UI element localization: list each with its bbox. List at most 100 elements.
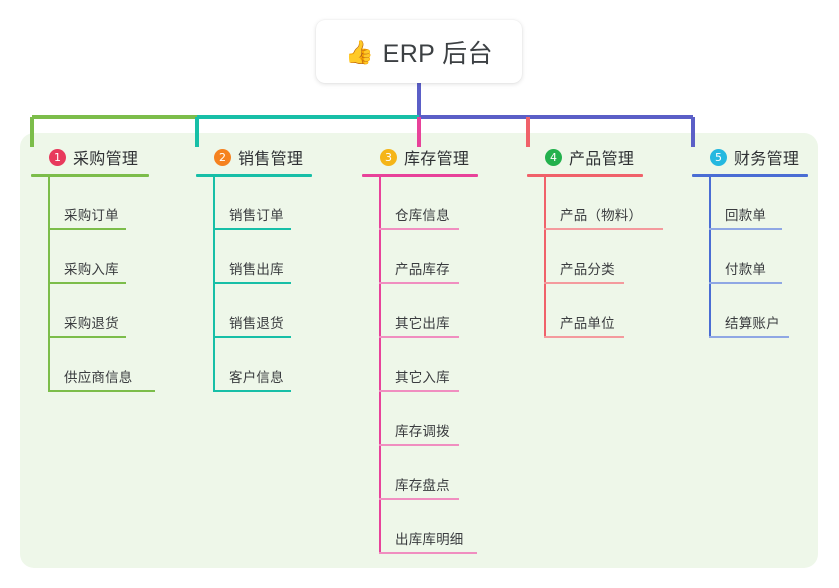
branch-title-4: 产品管理 (569, 151, 635, 168)
leaf-item[interactable]: 产品单位 (527, 285, 643, 339)
leaf-item-label: 采购退货 (64, 316, 119, 331)
branch-badge-2: 2 (214, 148, 231, 166)
leaf-item-label: 销售订单 (229, 208, 284, 223)
leaf-item-rule (213, 228, 291, 230)
leaf-item[interactable]: 客户信息 (196, 339, 312, 393)
leaf-item-label: 销售退货 (229, 316, 284, 331)
leaf-item[interactable]: 采购订单 (31, 177, 149, 231)
content-panel (20, 133, 818, 568)
leaf-item[interactable]: 结算账户 (692, 285, 808, 339)
leaf-item-rule (709, 228, 782, 230)
thumbs-up-icon: 👍 (345, 39, 374, 65)
branch-header-5[interactable]: 5 财务管理 (692, 146, 808, 168)
leaf-item[interactable]: 出库库明细 (362, 501, 478, 555)
branch-children-2: 销售订单销售出库销售退货客户信息 (196, 177, 312, 393)
branch-column-4: 4 产品管理产品（物料） 产品分类产品单位 (527, 146, 663, 339)
branch-title-5: 财务管理 (734, 151, 800, 168)
leaf-item-label: 产品（物料） (560, 208, 643, 223)
leaf-item-label: 客户信息 (229, 370, 284, 385)
leaf-item[interactable]: 产品分类 (527, 231, 643, 285)
leaf-item-label: 库存盘点 (395, 478, 450, 493)
branch-column-3: 3 库存管理仓库信息产品库存其它出库其它入库库存调拨库存盘点出库库明细 (362, 146, 478, 555)
branch-header-rule-2 (196, 174, 312, 177)
leaf-item-rule (48, 336, 126, 338)
root-node-title: ERP 后台 (382, 39, 493, 68)
branch-spine-2 (213, 177, 215, 391)
branch-badge-4: 4 (545, 148, 562, 166)
leaf-item-rule (709, 336, 789, 338)
leaf-item-rule (709, 282, 782, 284)
leaf-item[interactable]: 仓库信息 (362, 177, 478, 231)
leaf-item-rule (379, 282, 459, 284)
leaf-item[interactable]: 回款单 (692, 177, 808, 231)
leaf-item[interactable]: 供应商信息 (31, 339, 155, 393)
branch-spine-3 (379, 177, 381, 553)
branch-header-rule-1 (31, 174, 149, 177)
leaf-item[interactable]: 销售订单 (196, 177, 312, 231)
leaf-item[interactable]: 其它出库 (362, 285, 478, 339)
branch-header-rule-4 (527, 174, 643, 177)
leaf-item[interactable]: 付款单 (692, 231, 808, 285)
leaf-item-rule (213, 282, 291, 284)
leaf-item-rule (48, 282, 126, 284)
leaf-item-rule (379, 498, 459, 500)
leaf-item-label: 采购订单 (64, 208, 119, 223)
leaf-item[interactable]: 其它入库 (362, 339, 478, 393)
branch-header-rule-3 (362, 174, 478, 177)
root-node[interactable]: 👍 ERP 后台 (316, 20, 522, 83)
leaf-item-label: 其它出库 (395, 316, 450, 331)
branch-header-2[interactable]: 2 销售管理 (196, 146, 312, 168)
leaf-item-label: 销售出库 (229, 262, 284, 277)
leaf-item[interactable]: 产品库存 (362, 231, 478, 285)
branch-header-rule-5 (692, 174, 808, 177)
branch-title-2: 销售管理 (238, 151, 304, 168)
branch-spine-1 (48, 177, 50, 391)
branch-header-1[interactable]: 1 采购管理 (31, 146, 149, 168)
leaf-item-label: 产品分类 (560, 262, 615, 277)
branch-title-1: 采购管理 (73, 151, 139, 168)
leaf-item-rule (379, 444, 459, 446)
branch-header-3[interactable]: 3 库存管理 (362, 146, 478, 168)
branch-column-1: 1 采购管理采购订单采购入库采购退货供应商信息 (31, 146, 155, 393)
leaf-item[interactable]: 产品（物料） (527, 177, 663, 231)
branch-column-5: 5 财务管理回款单付款单结算账户 (692, 146, 808, 339)
leaf-item-rule (213, 336, 291, 338)
leaf-item-rule (48, 390, 155, 392)
branch-children-4: 产品（物料） 产品分类产品单位 (527, 177, 663, 339)
branch-children-5: 回款单付款单结算账户 (692, 177, 808, 339)
branch-title-3: 库存管理 (404, 151, 470, 168)
leaf-item-label: 产品单位 (560, 316, 615, 331)
branch-badge-3: 3 (380, 148, 397, 166)
leaf-item-label: 库存调拨 (395, 424, 450, 439)
leaf-item[interactable]: 库存盘点 (362, 447, 478, 501)
branch-children-3: 仓库信息产品库存其它出库其它入库库存调拨库存盘点出库库明细 (362, 177, 478, 555)
leaf-item[interactable]: 库存调拨 (362, 393, 478, 447)
leaf-item[interactable]: 销售出库 (196, 231, 312, 285)
branch-spine-5 (709, 177, 711, 337)
leaf-item-rule (544, 228, 663, 230)
branch-badge-5: 5 (710, 148, 727, 166)
leaf-item-label: 回款单 (725, 208, 767, 223)
leaf-item-rule (379, 390, 459, 392)
leaf-item-label: 产品库存 (395, 262, 450, 277)
leaf-item-label: 结算账户 (725, 316, 780, 331)
leaf-item-rule (379, 336, 459, 338)
leaf-item-label: 仓库信息 (395, 208, 450, 223)
leaf-item-rule (544, 282, 624, 284)
leaf-item-label: 其它入库 (395, 370, 450, 385)
leaf-item-rule (213, 390, 291, 392)
branch-column-2: 2 销售管理销售订单销售出库销售退货客户信息 (196, 146, 312, 393)
branch-header-4[interactable]: 4 产品管理 (527, 146, 643, 168)
leaf-item[interactable]: 采购入库 (31, 231, 149, 285)
leaf-item-rule (544, 336, 624, 338)
leaf-item-label: 供应商信息 (64, 370, 133, 385)
leaf-item-label: 采购入库 (64, 262, 119, 277)
branch-spine-4 (544, 177, 546, 337)
branch-badge-1: 1 (49, 148, 66, 166)
leaf-item-label: 付款单 (725, 262, 767, 277)
leaf-item[interactable]: 采购退货 (31, 285, 149, 339)
leaf-item[interactable]: 销售退货 (196, 285, 312, 339)
leaf-item-label: 出库库明细 (395, 532, 464, 547)
